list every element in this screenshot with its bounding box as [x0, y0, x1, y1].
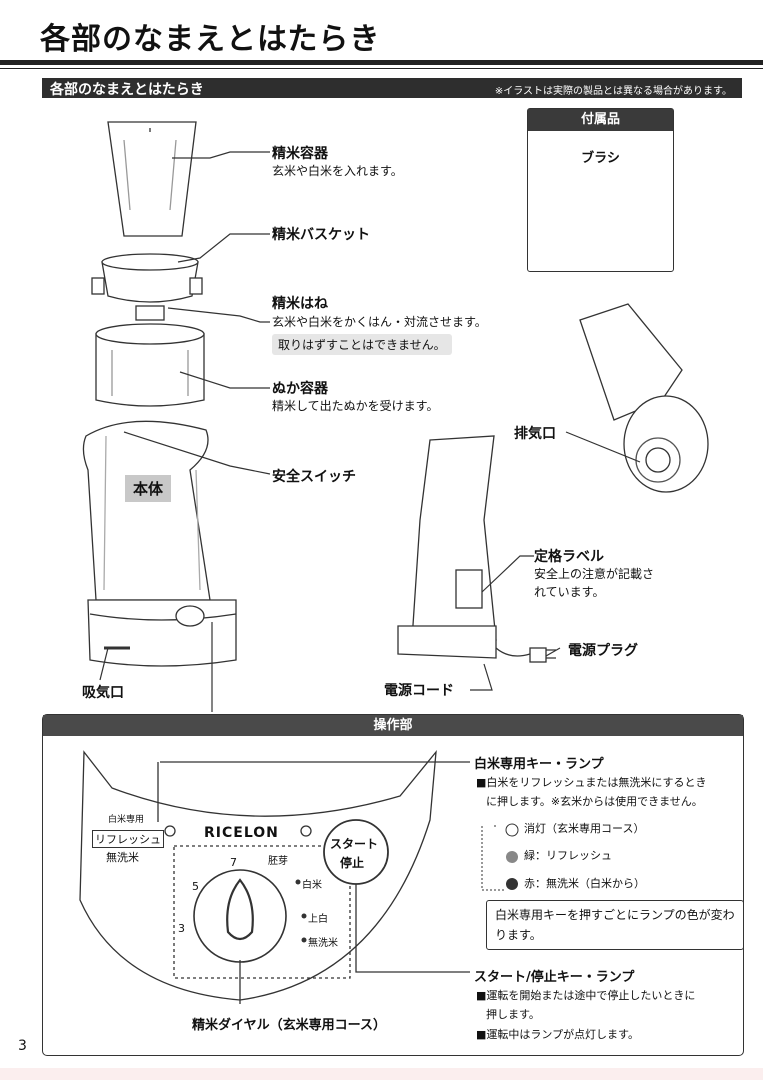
note-blade: 取りはずすことはできません。 — [272, 334, 452, 355]
label-power-plug: 電源プラグ — [568, 643, 638, 659]
label-rating-label: 定格ラベル — [534, 549, 604, 565]
lamp-off-icon — [505, 823, 519, 837]
label-power-cord: 電源コード — [384, 683, 454, 699]
label-rice-basket: 精米バスケット — [272, 227, 370, 243]
section-title: 各部のなまえとはたらき — [50, 82, 204, 98]
stop-button-label[interactable]: 停止 — [340, 856, 365, 870]
refresh-key[interactable]: リフレッシュ — [92, 830, 164, 848]
dial-mode-hakumai: 白米 — [302, 880, 322, 891]
lamp-state-green: 緑：リフレッシュ — [524, 849, 612, 862]
white-rice-only-label: 白米専用 — [108, 815, 145, 825]
main-body-illustration — [82, 420, 211, 601]
desc-rating-2: れています。 — [534, 585, 605, 599]
accessory-brush-label: ブラシ — [581, 151, 620, 166]
label-air-intake: 吸気口 — [82, 685, 124, 701]
dial-number-3: 3 — [178, 922, 185, 935]
desc-bran-container: 精米して出たぬかを受けます。 — [272, 399, 439, 413]
dial-caption: 精米ダイヤル（玄米専用コース） — [192, 1018, 386, 1033]
section-bar: 各部のなまえとはたらき ※イラストは実際の製品とは異なる場合があります。 — [42, 78, 742, 98]
accessory-box: 付属品 ブラシ — [527, 108, 674, 272]
rice-dial[interactable] — [194, 870, 286, 962]
start-key-title: スタート/停止キー・ランプ — [474, 970, 635, 985]
white-key-title: 白米専用キー・ランプ — [474, 757, 604, 772]
start-key-desc-3: ■運転中はランプが点灯します。 — [476, 1028, 639, 1041]
brand-logo: RICELON — [204, 825, 279, 841]
desc-rating-1: 安全上の注意が記載さ — [534, 567, 655, 581]
label-rice-container: 精米容器 — [272, 146, 328, 162]
lamp-red-icon — [506, 878, 518, 890]
white-key-desc-2: に押します。※玄米からは使用できません。 — [486, 795, 703, 808]
accessory-header: 付属品 — [528, 109, 673, 131]
lamp-green-icon — [506, 851, 518, 863]
label-main-body: 本体 — [125, 475, 172, 502]
plug-illustration — [529, 647, 547, 663]
label-rice-blade: 精米はね — [272, 296, 328, 312]
label-safety-switch: 安全スイッチ — [272, 469, 356, 485]
title-rule-thin — [0, 68, 763, 69]
label-bran-container: ぬか容器 — [272, 381, 328, 397]
desc-rice-blade: 玄米や白米をかくはん・対流させます。 — [272, 315, 487, 329]
title-rule — [0, 60, 763, 65]
start-button-label[interactable]: スタート — [330, 837, 379, 851]
label-exhaust: 排気口 — [514, 426, 556, 442]
musenmai-key-label: 無洗米 — [106, 851, 139, 864]
lamp-state-off: 消灯（玄米専用コース） — [524, 822, 645, 835]
dial-number-5: 5 — [192, 880, 199, 893]
section-note: ※イラストは実際の製品とは異なる場合があります。 — [494, 86, 732, 97]
page-title: 各部のなまえとはたらき — [40, 22, 381, 57]
exhaust-view-illustration — [579, 303, 683, 421]
start-key-desc-1: ■運転を開始または途中で停止したいときに — [476, 989, 696, 1002]
desc-rice-container: 玄米や白米を入れます。 — [272, 164, 403, 178]
white-key-note: 白米専用キーを押すごとにランプの色が変わります。 — [486, 900, 744, 950]
dial-mode-jouhaku: 上白 — [308, 914, 328, 925]
dial-number-7: 7 — [230, 856, 237, 869]
bottom-band — [0, 1068, 763, 1080]
dial-mode-haiga: 胚芽 — [268, 856, 288, 867]
page-number: 3 — [18, 1038, 27, 1054]
start-key-desc-2: 押します。 — [486, 1008, 540, 1021]
lamp-state-red: 赤：無洗米（白米から） — [524, 877, 645, 890]
dial-mode-musenmai: 無洗米 — [308, 938, 338, 949]
blade-illustration — [135, 305, 165, 321]
control-panel-header: 操作部 — [43, 715, 743, 736]
white-key-desc-1: ■白米をリフレッシュまたは無洗米にするとき — [476, 776, 707, 789]
